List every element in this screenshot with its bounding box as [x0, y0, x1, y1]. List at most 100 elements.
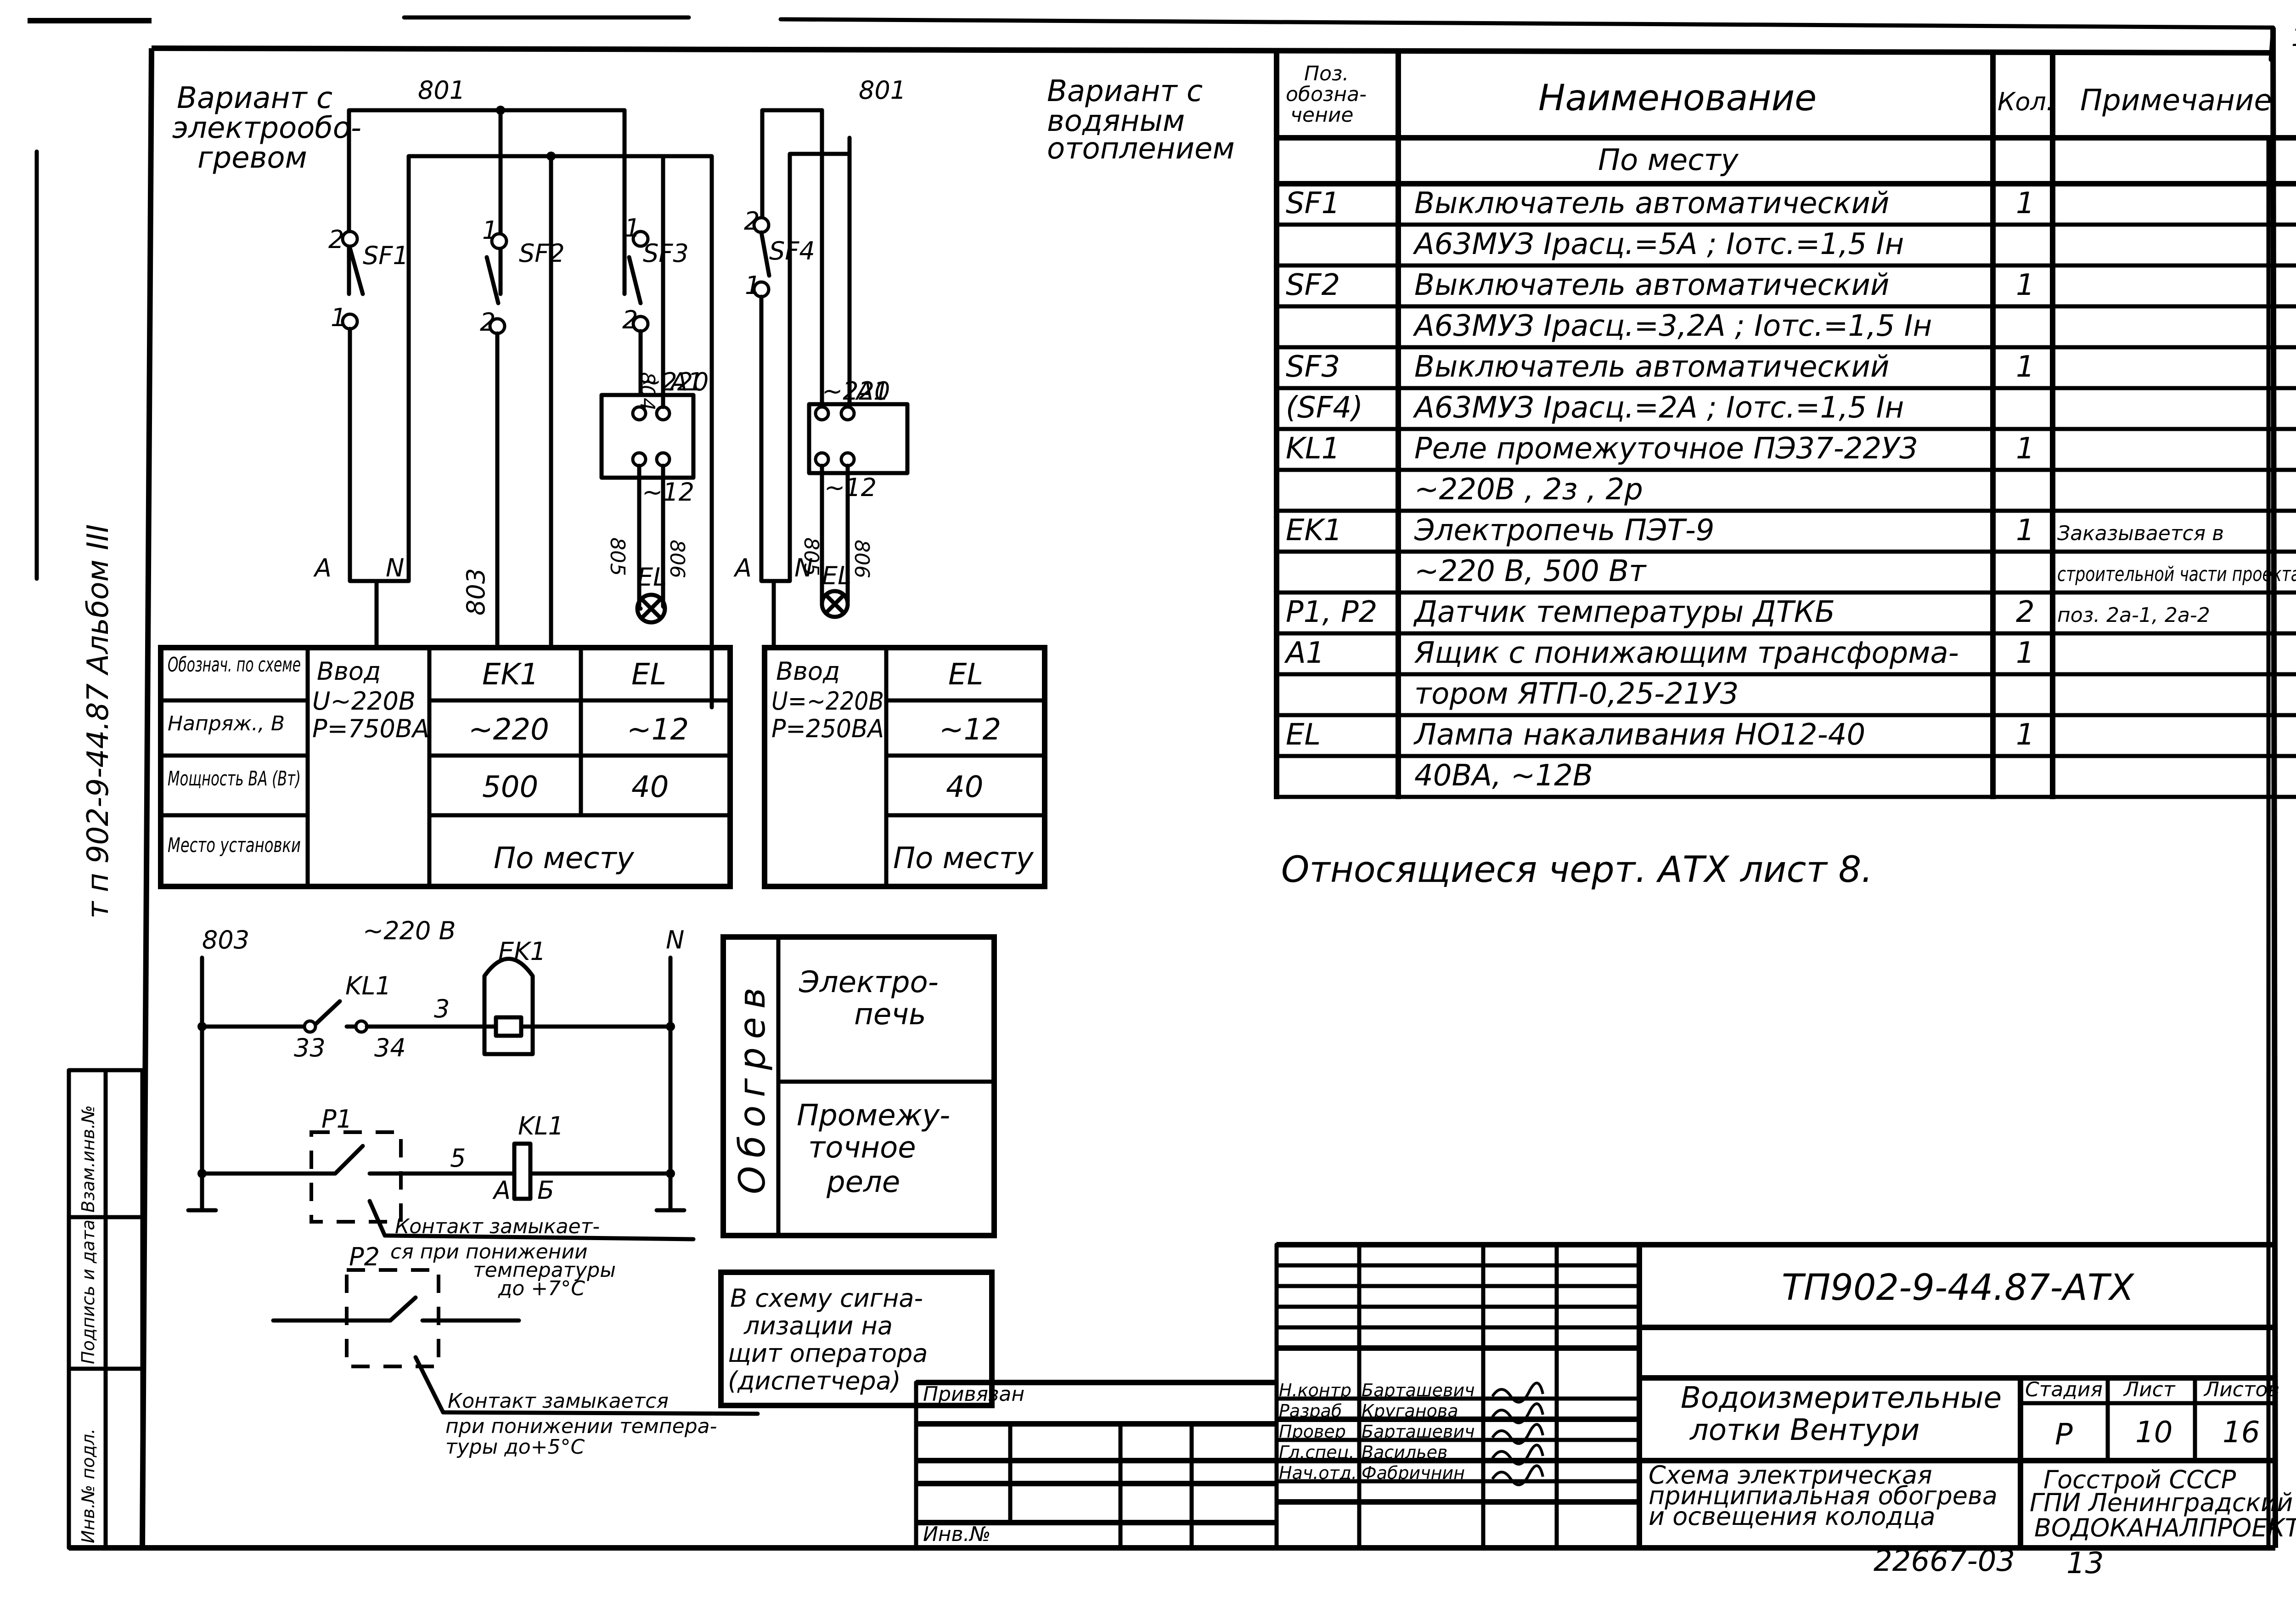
spec-cell-qty: 1 — [2016, 350, 2035, 384]
spec-cell-qty: 1 — [2016, 432, 2035, 466]
note-p1-line1: Контакт замыкает- — [395, 1215, 600, 1238]
input2-line1: Ввод — [776, 657, 840, 686]
row-label-location: Место установки — [168, 834, 301, 857]
signal-line3: щит оператора — [728, 1339, 928, 1368]
bound-label: Привязан — [923, 1383, 1024, 1406]
signature-role: Разраб — [1279, 1401, 1342, 1421]
variant2-label-line2: водяным — [1047, 104, 1185, 138]
spec-cell-qty: 1 — [2016, 636, 2035, 670]
relay-term-b: Б — [537, 1176, 554, 1205]
kl1-term-33: 33 — [294, 1033, 326, 1062]
sensor-p2-box — [345, 1268, 440, 1368]
signature-name: Барташевич — [1362, 1380, 1475, 1400]
scheme-electric: Вариант с электрообо- гревом 801 2 1 SF1… — [172, 76, 714, 710]
title-block-grid — [914, 1242, 2275, 1550]
col-el-designation: EL — [631, 658, 666, 692]
legend-row2-line2: точное — [808, 1131, 916, 1165]
spec-cell-pos: EL — [1286, 718, 1321, 752]
note-p2-line3: туры до+5°С — [445, 1435, 585, 1459]
note-p1-line2: ся при понижении — [390, 1240, 588, 1264]
signal-line1: В схему сигна- — [730, 1284, 923, 1313]
col-ek1-designation: EK1 — [482, 658, 539, 692]
org-line-1: Госстрой СССР — [2043, 1465, 2236, 1494]
location-2: По месту — [893, 841, 1034, 875]
heater-ek1-icon — [482, 957, 535, 1056]
reference-note: Относящиеся черт. АТХ лист 8. — [1281, 849, 1873, 891]
spec-cell-name: А63МУЗ Iрасц.=3,2А ; Iотс.=1,5 Iн — [1412, 309, 1932, 343]
spec-cell-pos: SF3 — [1286, 350, 1340, 384]
sf4-term-top: 2 — [744, 207, 760, 236]
col-el-voltage: ~12 — [627, 713, 689, 747]
wire-805-label: 805 — [606, 537, 629, 576]
spec-cell-name: ~220В , 2з , 2р — [1414, 473, 1643, 507]
supply-label: ~220 В — [363, 916, 456, 945]
col2-el-power: 40 — [946, 770, 983, 804]
input1-line2: U~220В — [312, 687, 416, 716]
inv-label: Инв.№ — [923, 1523, 990, 1546]
side-columns — [67, 1068, 145, 1550]
signature-role: Н.контр — [1279, 1380, 1351, 1400]
relay-kl1-coil-label: KL1 — [518, 1112, 564, 1140]
sheet-value: 10 — [2135, 1416, 2172, 1450]
spec-cell-name: ~220 В, 500 Вт — [1414, 554, 1647, 588]
side-col-sign: Подпись и дата — [78, 1219, 98, 1364]
legend-box — [720, 934, 997, 1238]
lamp2-el-label: EL — [822, 561, 851, 590]
sf3-term-top: 1 — [625, 214, 640, 243]
signal-box — [718, 1270, 995, 1408]
a1-2-input-label: ~220 — [822, 377, 890, 406]
input1-line1: Ввод — [317, 657, 381, 686]
legend-group: Обогрев — [732, 979, 773, 1194]
side-col-vzam: Взам.инв.№ — [78, 1105, 98, 1213]
page-number: 13 — [2066, 1546, 2104, 1580]
spec-cell-name: Датчик температуры ДТКБ — [1413, 595, 1835, 629]
org-line-2: ГПИ Ленинградский — [2030, 1488, 2293, 1517]
col2-el-designation: EL — [948, 658, 983, 692]
signature-name: Барташевич — [1362, 1422, 1475, 1442]
wire-3-label: 3 — [434, 994, 450, 1023]
spec-cell-qty: 1 — [2016, 268, 2035, 302]
wire-803-label: 803 — [461, 568, 490, 615]
variant-label-line2: электрообо- — [172, 111, 361, 145]
sensor-p2-label: P2 — [349, 1242, 380, 1271]
signature-scribble-icon — [1491, 1382, 1544, 1404]
corner-sheet-number: 12 — [2291, 23, 2296, 52]
variant2-label-line1: Вариант с — [1047, 74, 1203, 108]
spec-header-note: Примечание — [2080, 84, 2272, 118]
variant-label-line3: гревом — [197, 141, 307, 175]
kl1-term-34: 34 — [374, 1033, 406, 1062]
legend-row1-line2: печь — [854, 998, 926, 1032]
spec-cell-name: Выключатель автоматический — [1414, 186, 1890, 220]
signature-scribble-icon — [1491, 1402, 1544, 1424]
spec-cell-pos: EK1 — [1286, 514, 1342, 547]
spec-cell-name: тором ЯТП-0,25-21У3 — [1414, 677, 1739, 711]
spec-cell-name: Выключатель автоматический — [1414, 350, 1890, 384]
spec-header-name: Наименование — [1538, 78, 1817, 119]
sf4-term-bottom: 1 — [745, 271, 760, 300]
spec-cell-name: Выключатель автоматический — [1414, 268, 1890, 302]
spec-cell-pos: SF1 — [1286, 186, 1340, 220]
sf4-label: SF4 — [769, 237, 815, 265]
spec-cell-pos: P1, P2 — [1286, 595, 1377, 629]
spec-header-pos-2: обозна- — [1286, 83, 1367, 106]
signature-role: Гл.спец. — [1279, 1442, 1355, 1462]
heating-circuit — [186, 955, 760, 1416]
relay-kl1-coil-icon — [512, 1141, 533, 1201]
side-stamp: т п 902-9-44.87 Альбом III — [81, 524, 115, 919]
spec-cell-name: А63МУЗ Iрасц.=2А ; Iотс.=1,5 Iн — [1412, 391, 1904, 425]
wire2-805-label: 805 — [799, 537, 823, 576]
signature-name: Васильев — [1362, 1442, 1447, 1462]
neutral2-n-label: N — [794, 553, 813, 582]
row-label-power: Мощность ВА (Вт) — [168, 767, 301, 790]
sheet-title-1: Схема электрическая — [1649, 1461, 1932, 1490]
spec-cell-name: 40ВА, ~12В — [1414, 759, 1593, 793]
wire2-806-label: 806 — [850, 540, 873, 578]
spec-cell-qty: 2 — [2016, 595, 2035, 629]
sf1-term-bottom: 1 — [331, 303, 346, 332]
legend-row2-line3: реле — [826, 1165, 900, 1199]
signature-scribble-icon — [1491, 1423, 1544, 1445]
sf2-term-bottom: 2 — [480, 308, 495, 337]
spec-cell-name: Электропечь ПЭТ-9 — [1414, 514, 1715, 547]
spec-cell-name: Реле промежуточное ПЭ37-22У3 — [1414, 432, 1918, 466]
